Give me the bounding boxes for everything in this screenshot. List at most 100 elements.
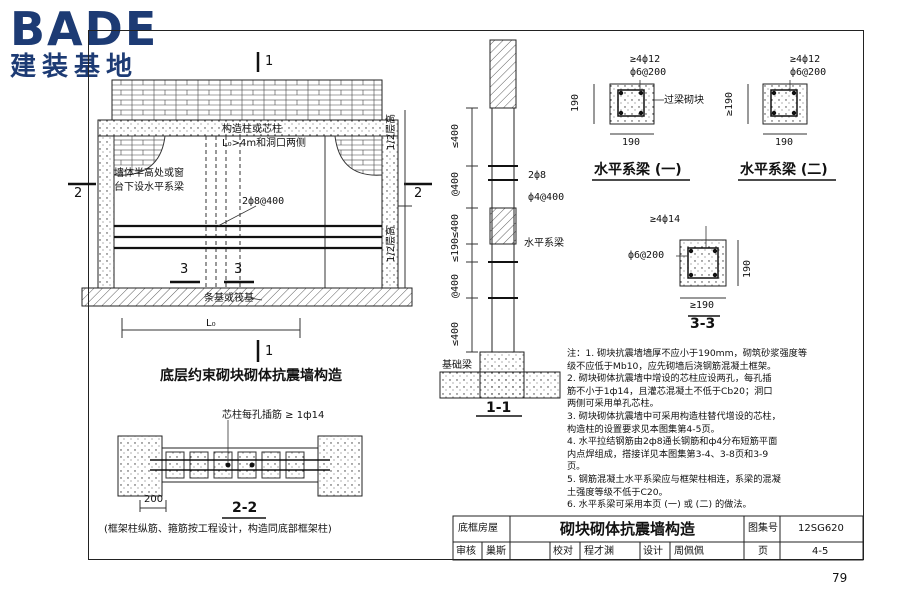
beam1-block-label: 过梁砌块 <box>664 95 704 106</box>
section-1-1-title: 1-1 <box>486 400 512 416</box>
design-notes: 注：1. 砌块抗震墙墙厚不应小于190mm，砌筑砂浆强度等 级不应低于Mb10，… <box>567 348 857 512</box>
section-horizontal-beam <box>489 207 517 245</box>
beam-detail-1 <box>592 80 690 181</box>
left-elevation-title: 底层约束砌块砌体抗震墙构造 <box>160 368 342 384</box>
beam1-height: 190 <box>570 93 581 112</box>
core-rebar <box>225 462 231 468</box>
section-label-1-bottom: 1 <box>265 344 274 359</box>
plan-2-2 <box>117 420 363 519</box>
note-line: 土强度等级不低于C20。 <box>567 486 668 498</box>
note-line: 4. 水平拉结钢筋由2ф8通长钢筋和ф4分布短筋平面 <box>567 436 778 448</box>
title-block-grid <box>452 515 864 561</box>
plan-frame-column-right <box>317 435 363 497</box>
note-line: 两侧可采用单孔芯柱。 <box>567 398 659 410</box>
logo-brand: BADE <box>10 2 159 56</box>
label-core-rebar: 芯柱每孔插筋 ≥ 1ф14 <box>222 410 325 421</box>
core-rebar <box>249 462 255 468</box>
beam-detail-2 <box>738 80 836 181</box>
section-label-3-right: 3 <box>234 262 243 277</box>
section-label-2phi8: 2ф8 <box>528 170 547 181</box>
tb-atlas-no: 12SG620 <box>798 523 844 534</box>
beam2-title: 水平系梁 (二) <box>740 162 828 178</box>
section-label-2-left: 2 <box>74 186 83 201</box>
section-label-1-top: 1 <box>265 54 274 69</box>
section-label-base-beam: 基础梁 <box>442 360 472 371</box>
frame-beam <box>97 119 399 137</box>
s33-width: ≥190 <box>690 300 715 311</box>
logo-tagline: 建装基地 <box>10 52 139 82</box>
label-foundation: 条基或筏基 <box>204 293 254 304</box>
s33-height: 190 <box>742 259 753 278</box>
beam1-top-rebar: ≥4ф12 <box>630 54 661 65</box>
section-label-beam: 水平系梁 <box>524 238 564 249</box>
section-dim-1: ≤400 <box>450 123 461 148</box>
section-label-2-right: 2 <box>414 186 423 201</box>
left-elevation <box>68 52 432 362</box>
label-half-height-upper: 1/2层高 <box>386 113 397 150</box>
note-line: 内点焊组成，搭接详见本图集第3-4、3-8页和3-9 <box>567 448 769 460</box>
left-column <box>97 135 115 289</box>
note-line: 构造柱的设置要求见本图集第4-5页。 <box>567 423 720 435</box>
beam2-height: ≥190 <box>724 91 735 116</box>
plan-2-2-title: 2-2 <box>232 500 258 516</box>
label-half-height-lower: 1/2层高 <box>386 225 397 262</box>
strip-foundation <box>81 287 413 307</box>
label-span-lo: L₀ <box>206 318 216 329</box>
label-lo-condition: L₀>4m和洞口两侧 <box>222 138 307 149</box>
right-column <box>381 135 399 289</box>
tb-title: 砌块砌体抗震墙构造 <box>560 520 696 538</box>
note-line: 级不应低于Mb10，应先砌墙后浇钢筋混凝土框架。 <box>567 360 777 372</box>
beam1-stirrup: ф6@200 <box>630 67 667 78</box>
note-line: 3. 砌块砌体抗震墙中可采用构造柱替代增设的芯柱， <box>567 410 781 422</box>
tb-atlas-label: 图集号 <box>748 523 778 534</box>
tb-check-label: 校对 <box>553 546 573 557</box>
brick-upper-wall <box>111 79 383 121</box>
tb-category: 底框房屋 <box>458 523 498 534</box>
beam2-stirrup: ф6@200 <box>790 67 827 78</box>
note-line: 6. 水平系梁可采用本页 (一) 或 (二) 的做法。 <box>567 499 752 511</box>
section-1-1 <box>439 39 561 417</box>
note-line: 5. 钢筋混凝土水平系梁应与框架柱相连，系梁的混凝 <box>567 473 781 485</box>
tb-review-label: 审核 <box>456 546 476 557</box>
section-upper-beam <box>489 39 517 109</box>
section-dim-3: ≤400 <box>450 213 461 238</box>
window-opening-left <box>113 135 166 176</box>
beam1-title: 水平系梁 (一) <box>594 162 682 178</box>
tb-page-no: 4-5 <box>812 546 829 557</box>
s33-title: 3-3 <box>690 316 716 332</box>
tb-checker: 程才渊 <box>584 546 614 557</box>
brand-logo: BADE 建装基地 <box>10 6 158 82</box>
section-dim-6: ≤400 <box>450 321 461 346</box>
window-opening-right <box>334 135 383 176</box>
section-detail-3-3 <box>676 226 739 317</box>
label-wall-line-2: 台下设水平系梁 <box>114 182 184 193</box>
plan-2-2-note: (框架柱纵筋、箍筋按工程设计，构造同底部框架柱) <box>104 524 332 535</box>
plan-dim-label: 200 <box>144 494 164 505</box>
plan-frame-column-left <box>117 435 163 497</box>
beam2-width: 190 <box>775 137 794 148</box>
tb-designer: 周佩佩 <box>674 546 704 557</box>
tb-page-label: 页 <box>758 546 768 557</box>
section-dim-2: @400 <box>450 171 461 196</box>
s33-stirrup: ф6@200 <box>628 250 665 261</box>
section-footing <box>439 371 561 399</box>
label-bars-2phi8: 2ф8@400 <box>242 196 285 207</box>
section-dim-4: ≤190 <box>450 237 461 262</box>
section-label-phi4: ф4@400 <box>528 192 565 203</box>
note-line: 页。 <box>567 461 586 473</box>
section-dim-5: @400 <box>450 273 461 298</box>
note-line: 2. 砌块砌体抗震墙中增设的芯柱应设两孔，每孔插 <box>567 373 772 385</box>
plan-block-cells <box>165 451 305 479</box>
s33-top-rebar: ≥4ф14 <box>650 214 681 225</box>
tb-design-label: 设计 <box>643 546 663 557</box>
note-line: 注：1. 砌块抗震墙墙厚不应小于190mm，砌筑砂浆强度等 <box>567 348 808 359</box>
section-label-3-left: 3 <box>180 262 189 277</box>
tb-reviewer: 巢斯 <box>486 546 506 557</box>
label-construction-column: 构造柱或芯柱 <box>222 124 282 135</box>
beam1-width: 190 <box>622 137 641 148</box>
page-number: 79 <box>832 571 848 585</box>
note-line: 筋不小于1ф14，且灌芯混凝土不低于Cb20；洞口 <box>567 385 773 397</box>
beam2-top-rebar: ≥4ф12 <box>790 54 821 65</box>
label-wall-line-1: 墙体半高处或窗 <box>114 168 184 179</box>
